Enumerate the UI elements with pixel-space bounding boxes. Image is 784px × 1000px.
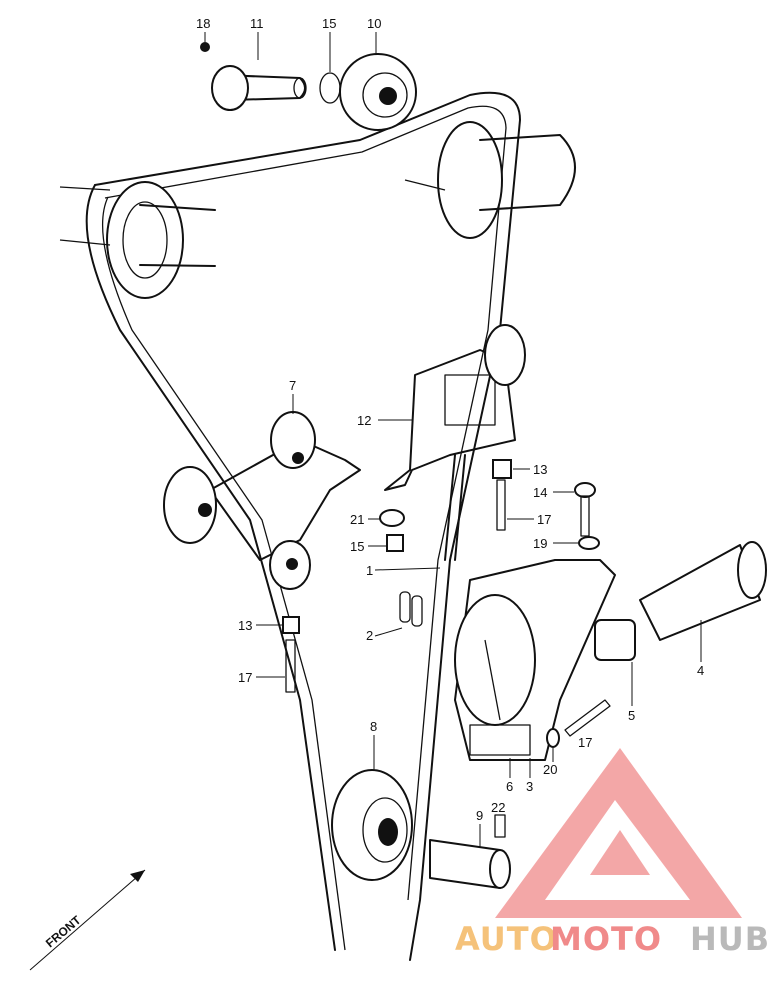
right-sprocket-assembly	[404, 121, 576, 239]
watermark-text: AUTO MOTO HUB	[455, 920, 770, 958]
callout-21: 21	[350, 512, 364, 527]
nut-19	[578, 536, 600, 550]
callout-7: 7	[289, 378, 296, 393]
tensioner-spring	[639, 541, 767, 641]
washer-20	[546, 728, 560, 748]
top-sprocket	[339, 53, 417, 131]
chain-segment	[444, 454, 466, 561]
watermark-auto: AUTO	[455, 920, 558, 958]
bolt-17b	[285, 639, 296, 693]
callout-13-left: 13	[238, 618, 252, 633]
chain-links	[399, 591, 423, 627]
callout-2: 2	[366, 628, 373, 643]
top-shaft	[211, 65, 341, 111]
roller-8	[331, 769, 413, 881]
pin-22	[494, 814, 506, 838]
callout-3: 3	[526, 779, 533, 794]
left-sprocket-assembly	[59, 181, 216, 299]
watermark-logo	[495, 748, 742, 918]
callout-11: 11	[250, 16, 264, 31]
bolt-17c	[564, 699, 611, 737]
callout-19: 19	[533, 536, 547, 551]
bolt-18	[200, 42, 210, 52]
callout-4: 4	[697, 663, 704, 678]
tensioner-body	[454, 559, 616, 761]
callout-1: 1	[366, 563, 373, 578]
callout-8: 8	[370, 719, 377, 734]
idler-arm	[163, 411, 361, 590]
watermark-moto: MOTO	[550, 920, 662, 958]
watermark-hub: HUB	[690, 920, 770, 958]
spring-cap	[594, 619, 636, 661]
front-label: FRONT	[43, 913, 84, 951]
callout-9: 9	[476, 808, 483, 823]
tensioner-bracket	[384, 324, 526, 491]
callout-17-bottom: 17	[578, 735, 592, 750]
callout-20: 20	[543, 762, 557, 777]
callout-22: 22	[491, 800, 505, 815]
callout-6: 6	[506, 779, 513, 794]
callout-18: 18	[196, 16, 210, 31]
bolt-15b	[386, 534, 404, 552]
callout-10: 10	[367, 16, 381, 31]
bolt-13a	[492, 459, 512, 479]
pin-9	[429, 839, 511, 889]
callout-14: 14	[533, 485, 547, 500]
callout-12: 12	[357, 413, 371, 428]
callout-15-top: 15	[322, 16, 336, 31]
front-indicator: FRONT	[29, 869, 146, 971]
bolt-14	[574, 482, 596, 537]
callout-17-left: 17	[238, 670, 252, 685]
callout-13-right: 13	[533, 462, 547, 477]
bolt-17a	[496, 479, 506, 531]
bolt-13b	[282, 616, 300, 634]
callout-15-mid: 15	[350, 539, 364, 554]
callouts: 18 11 15 10 12 7 13 14 17 19 21 15 1 2 1…	[196, 16, 704, 848]
callout-5: 5	[628, 708, 635, 723]
washer-21	[379, 509, 405, 527]
callout-17-right: 17	[537, 512, 551, 527]
